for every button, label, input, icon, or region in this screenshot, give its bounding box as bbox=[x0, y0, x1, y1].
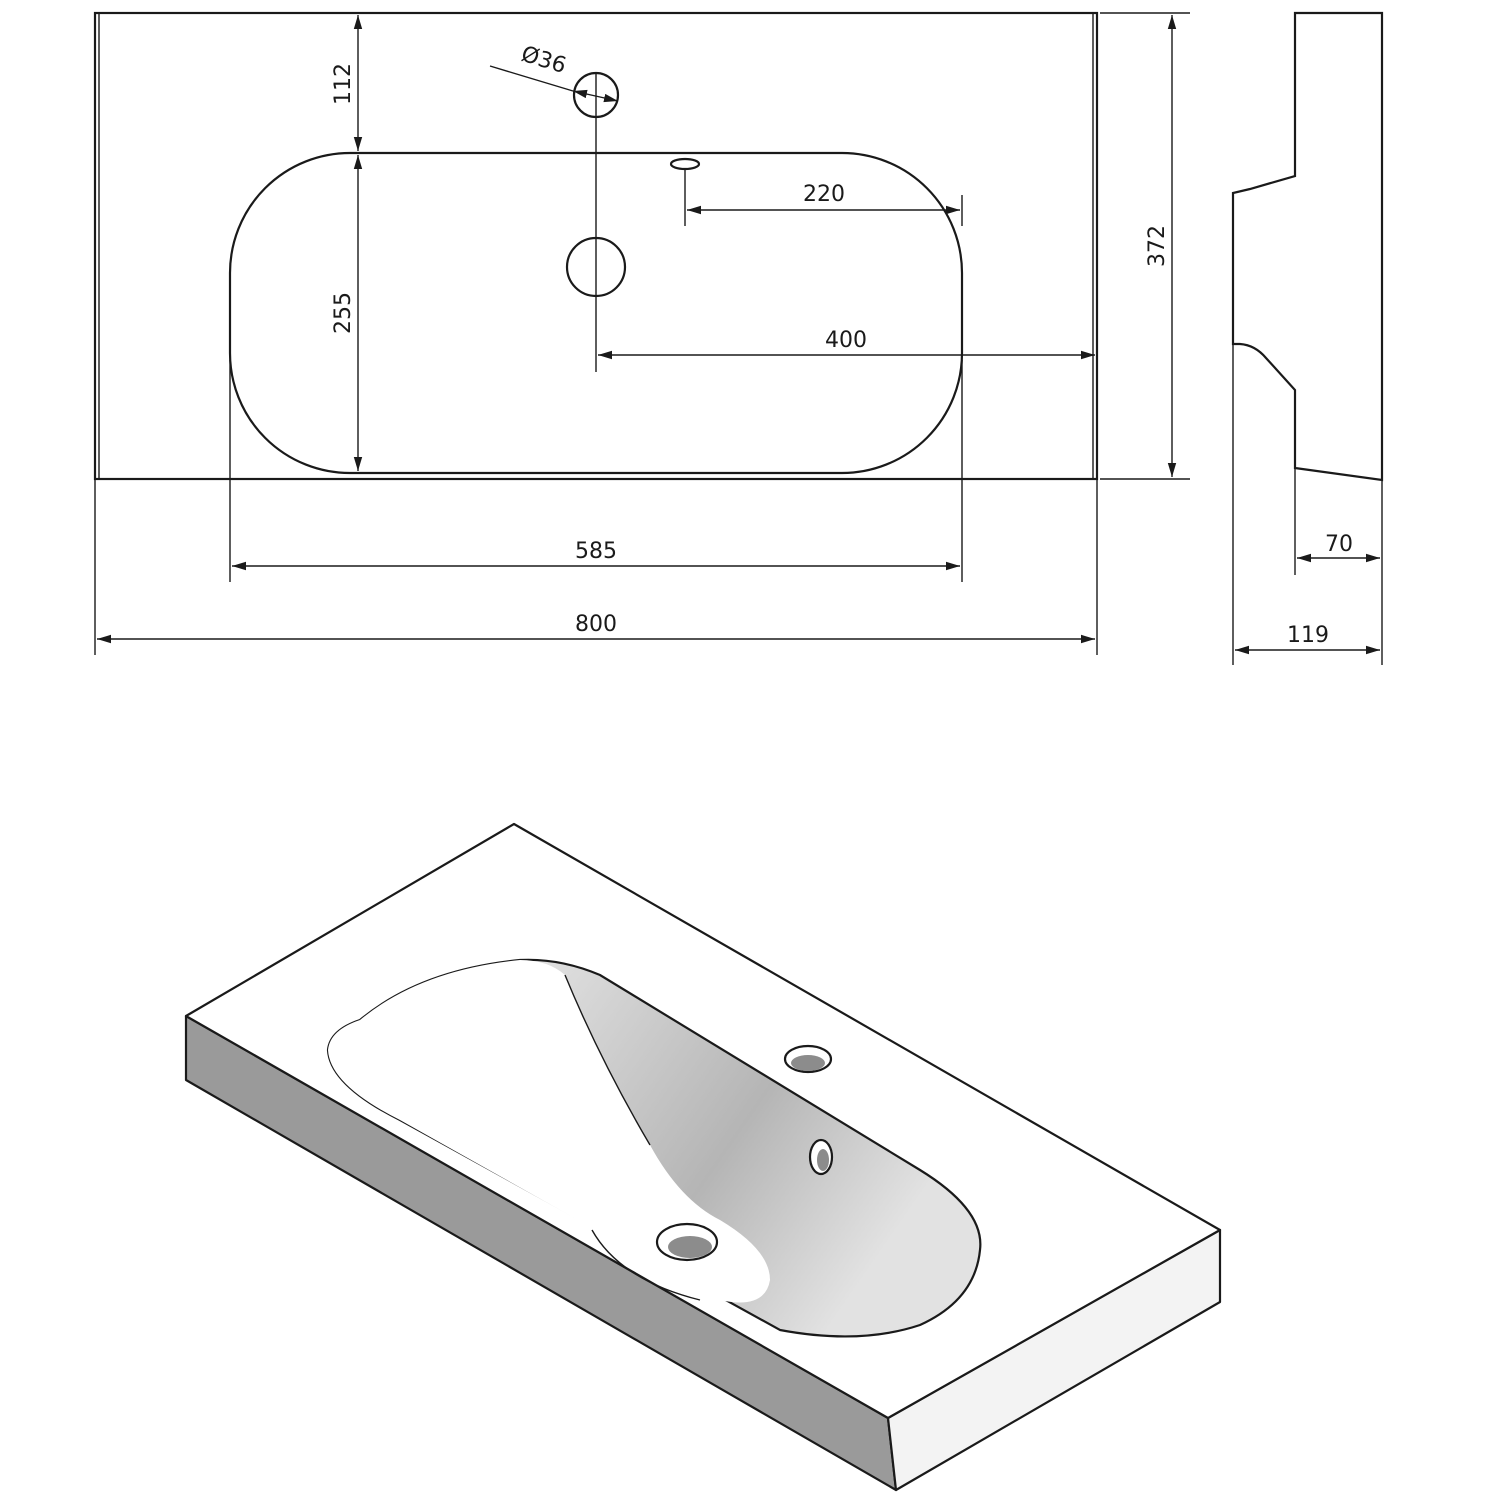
dim-side-depth-label: 119 bbox=[1287, 623, 1329, 648]
dim-drain-offset: 400 bbox=[598, 328, 1095, 360]
iso-basin-inner-wall bbox=[328, 960, 770, 1303]
isometric-view bbox=[184, 822, 1222, 1492]
side-profile bbox=[1231, 11, 1384, 482]
dim-total-width: 800 bbox=[94, 479, 1098, 655]
dim-rim-thickness: 70 bbox=[1294, 468, 1383, 575]
overflow-hole bbox=[669, 157, 701, 171]
side-view bbox=[1231, 11, 1384, 482]
dim-faucet-offset: 112 bbox=[331, 14, 363, 151]
countertop-outline bbox=[93, 11, 1099, 481]
dim-drain-offset-label: 400 bbox=[825, 328, 867, 353]
dim-bowl-depth-label: 255 bbox=[331, 292, 356, 334]
dim-hole-diameter-label: Ø36 bbox=[518, 42, 569, 79]
dim-rim-thickness-label: 70 bbox=[1325, 532, 1353, 557]
top-view bbox=[93, 11, 1099, 481]
dim-total-depth-label: 372 bbox=[1145, 225, 1170, 267]
dim-overflow-offset: 220 bbox=[687, 182, 963, 226]
dim-bowl-width: 585 bbox=[229, 360, 963, 582]
dim-side-depth: 119 bbox=[1232, 344, 1383, 665]
dim-hole-diameter: Ø36 bbox=[489, 42, 619, 103]
dim-overflow-offset-label: 220 bbox=[803, 182, 845, 207]
dim-total-depth: 372 bbox=[1100, 12, 1190, 480]
dim-faucet-offset-label: 112 bbox=[331, 63, 356, 105]
dim-bowl-width-label: 585 bbox=[575, 539, 617, 564]
dim-total-width-label: 800 bbox=[575, 612, 617, 637]
dim-bowl-depth: 255 bbox=[331, 155, 363, 471]
